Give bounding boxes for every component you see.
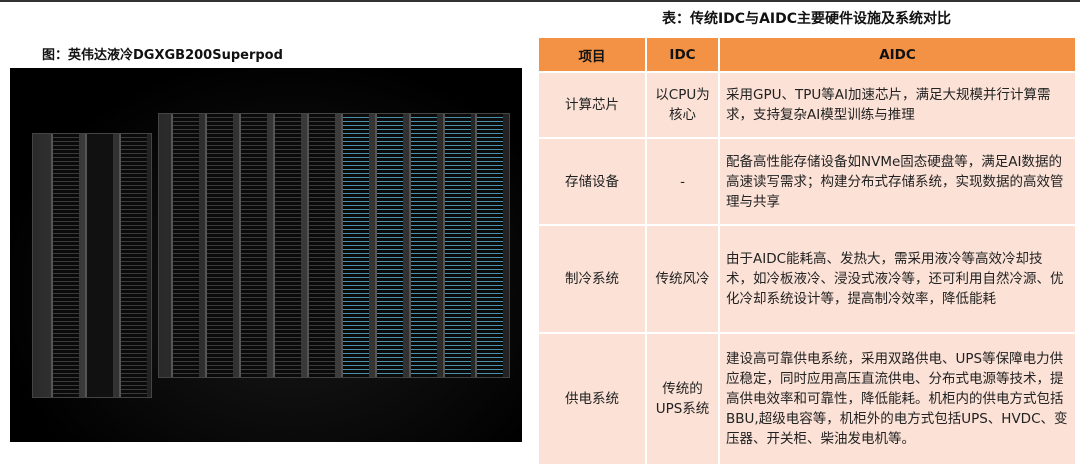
superpod-photo: [10, 68, 522, 442]
cell-item: 供电系统: [539, 334, 645, 464]
header-idc: IDC: [647, 38, 718, 71]
cell-item: 计算芯片: [539, 73, 645, 137]
table-row: 制冷系统 传统风冷 由于AIDC能耗高、发热大，需采用液冷等高效冷却技术，如冷板…: [539, 226, 1075, 332]
cell-aidc: 采用GPU、TPU等AI加速芯片，满足大规模并行计算需求，支持复杂AI模型训练与…: [720, 73, 1075, 137]
cell-idc: 以CPU为核心: [647, 73, 718, 137]
cell-item: 存储设备: [539, 139, 645, 224]
cell-idc: 传统风冷: [647, 226, 718, 332]
header-aidc: AIDC: [720, 38, 1075, 71]
cell-aidc: 由于AIDC能耗高、发热大，需采用液冷等高效冷却技术，如冷板液冷、浸没式液冷等，…: [720, 226, 1075, 332]
cell-idc: -: [647, 139, 718, 224]
table-row: 供电系统 传统的UPS系统 建设高可靠供电系统，采用双路供电、UPS等保障电力供…: [539, 334, 1075, 464]
cell-aidc: 配备高性能存储设备如NVMe固态硬盘等，满足AI数据的高速读写需求；构建分布式存…: [720, 139, 1075, 224]
cell-idc: 传统的UPS系统: [647, 334, 718, 464]
cell-item: 制冷系统: [539, 226, 645, 332]
cell-aidc: 建设高可靠供电系统，采用双路供电、UPS等保障电力供应稳定，同时应用高压直流供电…: [720, 334, 1075, 464]
table-row: 存储设备 - 配备高性能存储设备如NVMe固态硬盘等，满足AI数据的高速读写需求…: [539, 139, 1075, 224]
comparison-table: 项目 IDC AIDC 计算芯片 以CPU为核心 采用GPU、TPU等AI加速芯…: [537, 36, 1077, 466]
table-caption: 表：传统IDC与AIDC主要硬件设施及系统对比: [661, 11, 952, 27]
header-item: 项目: [539, 38, 645, 71]
figure-caption: 图：英伟达液冷DGXGB200Superpod: [42, 48, 283, 63]
rack-small: [32, 133, 152, 398]
top-border: [0, 0, 1080, 2]
table-header-row: 项目 IDC AIDC: [539, 38, 1075, 71]
rack-large: [158, 113, 510, 378]
table-row: 计算芯片 以CPU为核心 采用GPU、TPU等AI加速芯片，满足大规模并行计算需…: [539, 73, 1075, 137]
